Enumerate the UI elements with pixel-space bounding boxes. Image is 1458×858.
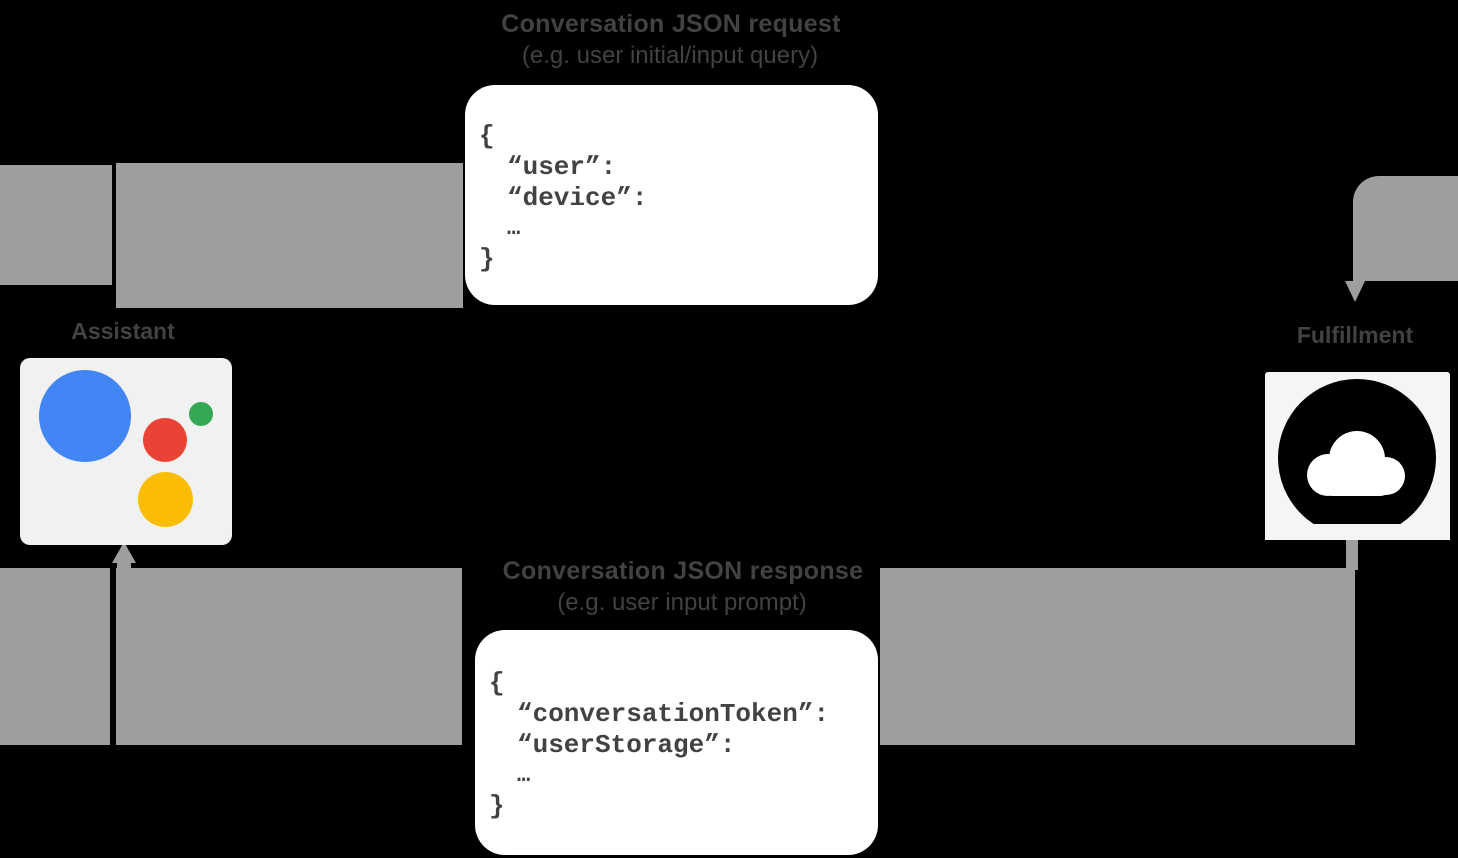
code-line: “user”: [507, 152, 617, 182]
assistant-label: Assistant [71, 318, 175, 344]
google-assistant-logo-icon [20, 358, 232, 545]
code-line: “userStorage”: [517, 730, 736, 760]
assistant-green-dot [189, 402, 213, 426]
response-json-box: { “conversationToken”: “userStorage”: … … [475, 630, 878, 855]
code-line: { [479, 121, 495, 151]
code-line: } [479, 244, 495, 274]
request-subtitle: (e.g. user initial/input query) [521, 42, 819, 69]
request-flow-band-right [1353, 176, 1458, 281]
code-line: { [489, 668, 505, 698]
response-flow-band-bottom-right [880, 568, 1355, 745]
assistant-yellow-dot [138, 472, 193, 527]
code-line: … [507, 216, 521, 241]
assistant-red-dot [143, 418, 187, 462]
response-flow-connector [1346, 540, 1358, 570]
code-line: “conversationToken”: [517, 699, 830, 729]
response-subtitle: (e.g. user input prompt) [557, 589, 807, 616]
cloud-glyph [1265, 379, 1450, 540]
request-flow-band-left-edge [0, 165, 112, 285]
response-title: Conversation JSON response [502, 557, 864, 585]
request-json-box: { “user”: “device”: … } [465, 85, 878, 305]
code-line: } [489, 791, 505, 821]
assistant-blue-dot [39, 370, 131, 462]
code-line: “device”: [507, 183, 648, 213]
cloud-fulfillment-icon [1265, 372, 1450, 540]
code-line: … [517, 763, 531, 788]
response-flow-band-bottom-left [116, 568, 462, 745]
response-arrow-stem [117, 560, 131, 570]
request-title: Conversation JSON request [501, 10, 841, 38]
response-arrowhead-icon [112, 542, 136, 563]
request-flow-band-top [116, 163, 463, 308]
fulfillment-label: Fulfillment [1296, 322, 1414, 348]
response-flow-band-left-edge [0, 568, 110, 745]
request-arrowhead-icon [1345, 281, 1365, 302]
